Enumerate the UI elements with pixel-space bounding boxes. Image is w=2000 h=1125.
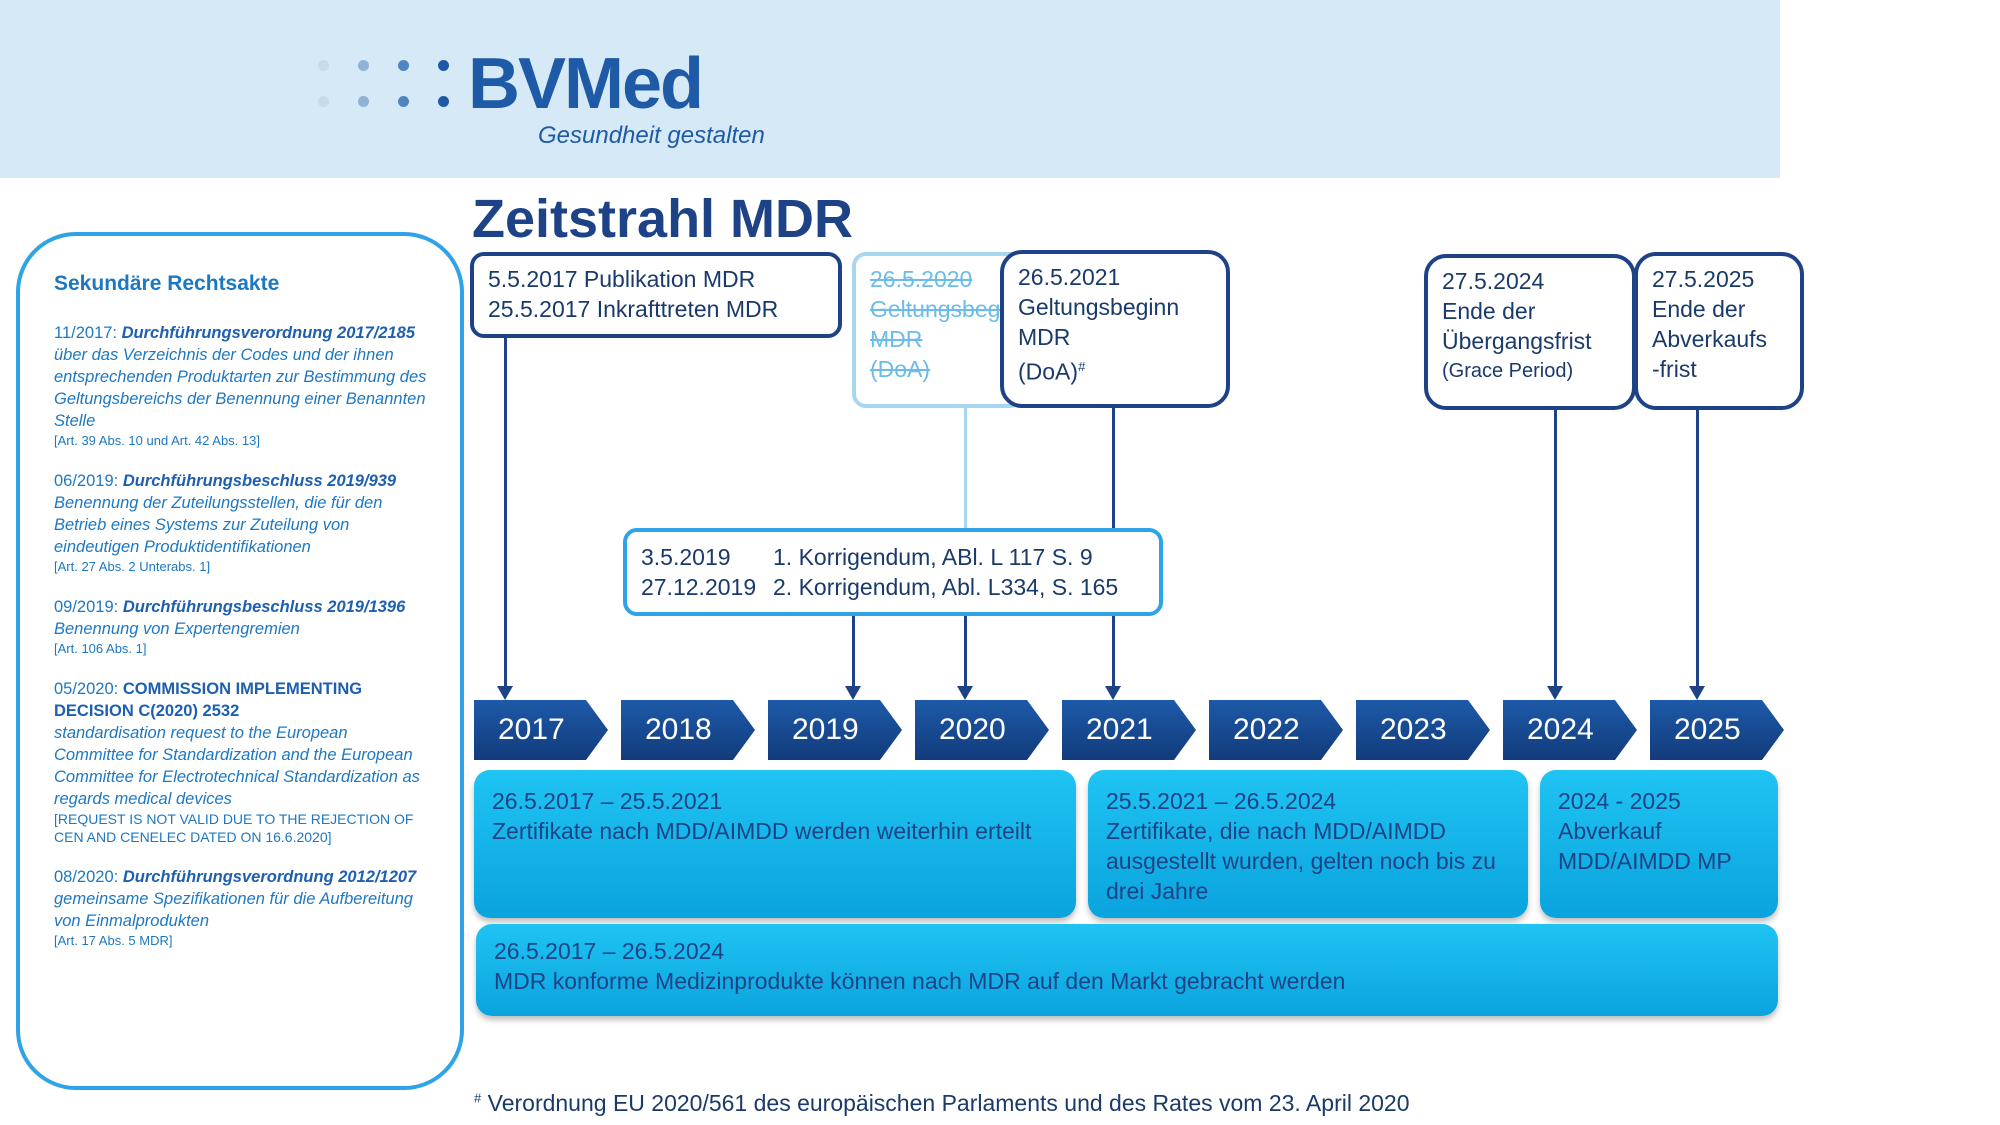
event-line: Geltungsbeginn: [870, 296, 1024, 322]
header-banner: BVMed Gesundheit gestalten: [0, 0, 1780, 178]
item-name: Durchführungsverordnung 2012/1207: [122, 868, 417, 886]
year-chevron: 2017: [474, 700, 608, 760]
event-line: 26.5.2020: [870, 266, 973, 292]
bar-period: 26.5.2017 – 26.5.2024: [494, 938, 725, 964]
arrow-down-icon: [1105, 686, 1121, 700]
item-description: standardisation request to the European …: [54, 724, 420, 808]
bar-period: 2024 - 2025: [1558, 788, 1681, 814]
item-date: 06/2019:: [54, 472, 119, 490]
corrigendum-row: 3.5.2019 1. Korrigendum, ABl. L 117 S. 9: [641, 542, 1145, 572]
period-bar-cert-mdd: 26.5.2017 – 25.5.2021 Zertifikate nach M…: [474, 770, 1076, 918]
event-line: Ende der: [1652, 296, 1746, 322]
event-transition-end: 27.5.2024 Ende der Übergangsfrist (Grace…: [1424, 254, 1636, 410]
event-line: Übergangsfrist: [1442, 328, 1592, 354]
event-line: Geltungsbeginn: [1018, 294, 1180, 320]
year-chevron: 2025: [1650, 700, 1784, 760]
event-text: (DoA): [1018, 358, 1079, 385]
year-chevron: 2019: [768, 700, 902, 760]
item-description: über das Verzeichnis der Codes und der i…: [54, 346, 427, 430]
logo-tagline: Gesundheit gestalten: [538, 122, 765, 149]
item-date: 11/2017:: [54, 324, 118, 342]
bar-text: Zertifikate nach MDD/AIMDD werden weiter…: [492, 818, 1032, 844]
corrigenda-box: 3.5.2019 1. Korrigendum, ABl. L 117 S. 9…: [623, 528, 1163, 616]
event-line: MDR: [1018, 324, 1071, 350]
bar-period: 25.5.2021 – 26.5.2024: [1106, 788, 1337, 814]
year-chevron: 2021: [1062, 700, 1196, 760]
event-line: MDR: [870, 326, 923, 352]
bar-text: Abverkauf MDD/AIMDD MP: [1558, 818, 1732, 874]
list-item: 09/2019: Durchführungsbeschluss 2019/139…: [54, 596, 430, 658]
footnote-text: Verordnung EU 2020/561 des europäischen …: [487, 1090, 1410, 1116]
list-item: 06/2019: Durchführungsbeschluss 2019/939…: [54, 470, 430, 576]
item-date: 09/2019:: [54, 598, 119, 616]
item-reference: [Art. 17 Abs. 5 MDR]: [54, 933, 173, 948]
event-line: -frist: [1652, 356, 1697, 382]
connector-publication: [504, 336, 507, 688]
list-item: 11/2017: Durchführungsverordnung 2017/21…: [54, 322, 430, 450]
arrow-down-icon: [497, 686, 513, 700]
item-name: COMMISSION IMPLEMENTING DECISION C(2020)…: [54, 680, 363, 720]
item-name: Durchführungsbeschluss 2019/1396: [122, 598, 406, 616]
item-description: Benennung von Expertengremien: [54, 620, 300, 638]
connector-selloff-end: [1696, 410, 1699, 688]
footnote: # Verordnung EU 2020/561 des europäische…: [474, 1090, 1410, 1117]
arrow-down-icon: [845, 686, 861, 700]
event-line: Ende der: [1442, 298, 1536, 324]
page-title: Zeitstrahl MDR: [472, 189, 854, 249]
item-reference: [REQUEST IS NOT VALID DUE TO THE REJECTI…: [54, 811, 414, 845]
secondary-acts-panel: Sekundäre Rechtsakte 11/2017: Durchführu…: [16, 232, 464, 1090]
item-description: Benennung der Zuteilungsstellen, die für…: [54, 494, 383, 556]
year-chevron: 2023: [1356, 700, 1490, 760]
event-doa-old: 26.5.2020 Geltungsbeginn MDR (DoA): [852, 252, 1024, 408]
item-reference: [Art. 39 Abs. 10 und Art. 42 Abs. 13]: [54, 433, 260, 448]
event-line: 25.5.2017 Inkrafttreten MDR: [488, 296, 779, 322]
item-reference: [Art. 27 Abs. 2 Unterabs. 1]: [54, 559, 211, 574]
item-date: 05/2020:: [54, 680, 119, 698]
year-chevron: 2022: [1209, 700, 1343, 760]
event-line: (DoA): [870, 356, 931, 382]
list-item: 05/2020: COMMISSION IMPLEMENTING DECISIO…: [54, 678, 430, 846]
connector-doa-old: [964, 406, 967, 528]
connector-2019: [852, 616, 855, 688]
arrow-down-icon: [957, 686, 973, 700]
corrigendum-text: 1. Korrigendum, ABl. L 117 S. 9: [773, 544, 1093, 570]
bar-text: MDR konforme Medizinprodukte können nach…: [494, 968, 1346, 994]
event-line: (DoA)#: [1018, 352, 1212, 387]
period-bar-cert-valid: 25.5.2021 – 26.5.2024 Zertifikate, die n…: [1088, 770, 1528, 918]
year-chevron: 2024: [1503, 700, 1637, 760]
corrigendum-date: 3.5.2019: [641, 544, 731, 570]
list-item: 08/2020: Durchführungsverordnung 2012/12…: [54, 866, 430, 950]
event-selloff-end: 27.5.2025 Ende der Abverkaufs -frist: [1634, 252, 1804, 410]
year-chevron: 2018: [621, 700, 755, 760]
item-reference: [Art. 106 Abs. 1]: [54, 641, 147, 656]
period-bar-selloff: 2024 - 2025 Abverkauf MDD/AIMDD MP: [1540, 770, 1778, 918]
year-chevron: 2020: [915, 700, 1049, 760]
connector-2020: [964, 616, 967, 688]
bar-text: Zertifikate, die nach MDD/AIMDD ausgeste…: [1106, 818, 1496, 904]
item-date: 08/2020:: [54, 868, 119, 886]
event-line: 27.5.2024: [1442, 268, 1545, 294]
footnote-mark: #: [474, 1090, 482, 1106]
corrigendum-row: 27.12.2019 2. Korrigendum, Abl. L334, S.…: [641, 572, 1145, 602]
connector-transition-end: [1554, 410, 1557, 688]
bar-period: 26.5.2017 – 25.5.2021: [492, 788, 723, 814]
arrow-down-icon: [1547, 686, 1563, 700]
panel-title: Sekundäre Rechtsakte: [54, 272, 280, 295]
item-description: gemeinsame Spezifikationen für die Aufbe…: [54, 890, 413, 930]
event-line: 26.5.2021: [1018, 264, 1121, 290]
item-name: Durchführungsverordnung 2017/2185: [121, 324, 416, 342]
arrow-down-icon: [1689, 686, 1705, 700]
event-line: 5.5.2017 Publikation MDR: [488, 266, 756, 292]
event-line: 27.5.2025: [1652, 266, 1755, 292]
footnote-mark: #: [1078, 359, 1086, 374]
corrigendum-text: 2. Korrigendum, Abl. L334, S. 165: [773, 574, 1119, 600]
item-name: Durchführungsbeschluss 2019/939: [122, 472, 397, 490]
event-publication: 5.5.2017 Publikation MDR 25.5.2017 Inkra…: [470, 252, 842, 338]
corrigendum-date: 27.12.2019: [641, 574, 757, 600]
period-bar-mdr-conform: 26.5.2017 – 26.5.2024 MDR konforme Mediz…: [476, 924, 1778, 1016]
event-line: Abverkaufs: [1652, 326, 1768, 352]
event-doa-new: 26.5.2021 Geltungsbeginn MDR (DoA)#: [1000, 250, 1230, 408]
event-line: (Grace Period): [1442, 360, 1574, 382]
logo-wordmark: BVMed: [468, 44, 704, 124]
